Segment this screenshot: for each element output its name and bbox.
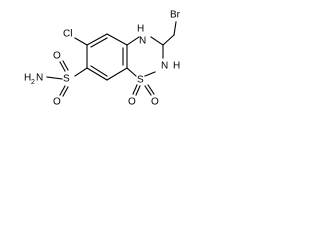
bromomethyl-group <box>162 21 177 46</box>
bond-ch2-br <box>173 21 177 36</box>
ring-sulfonyl-oxygens <box>132 84 155 96</box>
atom-o-ring-right: O <box>151 97 159 108</box>
bond-n4-c3ring <box>150 36 164 46</box>
bond-s1-o-left-b <box>135 85 141 96</box>
bond-c2-c3 <box>106 33 128 46</box>
bond-s-o-top-a <box>59 61 66 72</box>
bond-n2-s1 <box>144 71 156 77</box>
double-bond-c1-c2 <box>90 37 108 48</box>
bond-s1-o-right-a <box>144 85 152 96</box>
bond-c3-n4 <box>126 36 140 46</box>
atom-n4: N <box>139 36 146 47</box>
atom-o-sulf-bottom: O <box>53 97 61 108</box>
atom-cl: Cl <box>63 29 72 40</box>
bond-c3ring-ch2 <box>162 34 175 46</box>
sulfonamide-group <box>46 60 88 97</box>
atom-s1: S <box>137 75 144 86</box>
bond-s-n <box>46 76 63 80</box>
atom-nh2-subscript: 2 <box>31 79 35 86</box>
atom-s-sulfonamide: S <box>63 74 70 85</box>
bond-c4-c5 <box>106 67 128 81</box>
atom-n2: N <box>161 61 168 72</box>
bond-s-o-top-b <box>62 60 69 71</box>
atom-o-sulf-top: O <box>53 51 61 62</box>
atom-h-n4: H <box>137 24 144 35</box>
bond-c5-c6 <box>86 67 108 81</box>
atom-h-n2: H <box>173 61 180 72</box>
bond-c1-c2 <box>86 33 108 46</box>
bond-c1-cl <box>74 37 88 46</box>
benzene-ring <box>86 33 128 81</box>
atom-o-ring-left: O <box>128 97 136 108</box>
bond-s1-c4 <box>126 67 137 77</box>
atom-n-nh2: N <box>36 73 43 84</box>
bond-s-o-bottom-b <box>62 86 69 97</box>
atom-h-nh2: H <box>24 73 31 84</box>
bond-s-o-bottom-a <box>59 85 66 96</box>
chemical-structure-diagram: Br H N Cl H N S O O S H 2 N O O <box>24 10 181 108</box>
bond-s1-o-right-b <box>147 84 155 95</box>
bond-s1-o-left-a <box>132 84 138 95</box>
double-bond-c5-c6 <box>90 65 108 77</box>
bond-c6-s <box>74 67 88 77</box>
thiadiazine-ring <box>126 36 164 77</box>
atom-br: Br <box>170 10 181 21</box>
